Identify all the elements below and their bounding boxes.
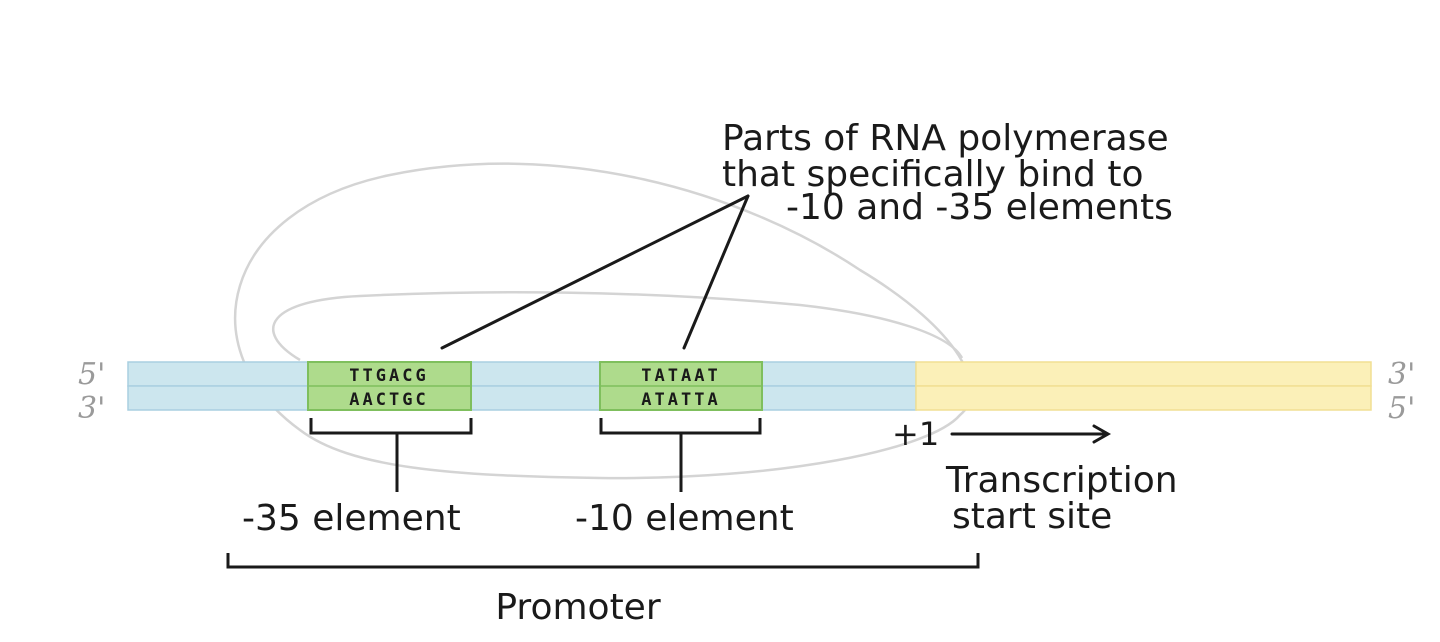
gene-region-top-strand xyxy=(915,361,1372,387)
minus10-element-box: TATAAT ATATTA xyxy=(599,361,763,411)
promoter-region-top-strand xyxy=(127,361,917,387)
minus35-bracket xyxy=(309,418,473,492)
minus35-element-box: TTGACG AACTGC xyxy=(307,361,472,411)
minus10-element-label: -10 element xyxy=(575,498,794,539)
start-site-label-line1: Transcription xyxy=(945,460,1178,501)
minus10-bracket xyxy=(599,418,762,492)
promoter-bracket xyxy=(226,553,980,569)
minus35-top-sequence: TTGACG xyxy=(349,366,428,386)
polymerase-pointer-lines xyxy=(440,194,750,350)
minus10-top-sequence: TATAAT xyxy=(641,366,720,386)
strand-end-top-left: 5' xyxy=(78,357,105,392)
strand-end-bottom-left: 3' xyxy=(78,391,105,426)
gene-region-bottom-strand xyxy=(915,385,1372,411)
dna-double-strand xyxy=(127,361,1372,411)
transcription-direction-arrow xyxy=(950,424,1112,444)
rna-polymerase-outline xyxy=(234,162,973,480)
strand-end-top-right: 3' xyxy=(1388,357,1415,392)
promoter-label: Promoter xyxy=(495,587,660,628)
polymerase-note-line3: -10 and -35 elements xyxy=(786,187,1173,228)
polymerase-note: Parts of RNA polymerase that specificall… xyxy=(722,118,1173,228)
polymerase-note-line1: Parts of RNA polymerase xyxy=(722,118,1169,159)
start-site-label-line2: start site xyxy=(952,496,1112,537)
strand-end-bottom-right: 5' xyxy=(1388,391,1415,426)
polymerase-note-line2: that specifically bind to xyxy=(722,154,1144,195)
minus35-element-label: -35 element xyxy=(242,498,461,539)
promoter-region-bottom-strand xyxy=(127,385,917,411)
start-site-marker: +1 xyxy=(892,415,939,453)
minus10-bottom-sequence: ATATTA xyxy=(641,390,720,410)
minus35-bottom-sequence: AACTGC xyxy=(349,390,428,410)
